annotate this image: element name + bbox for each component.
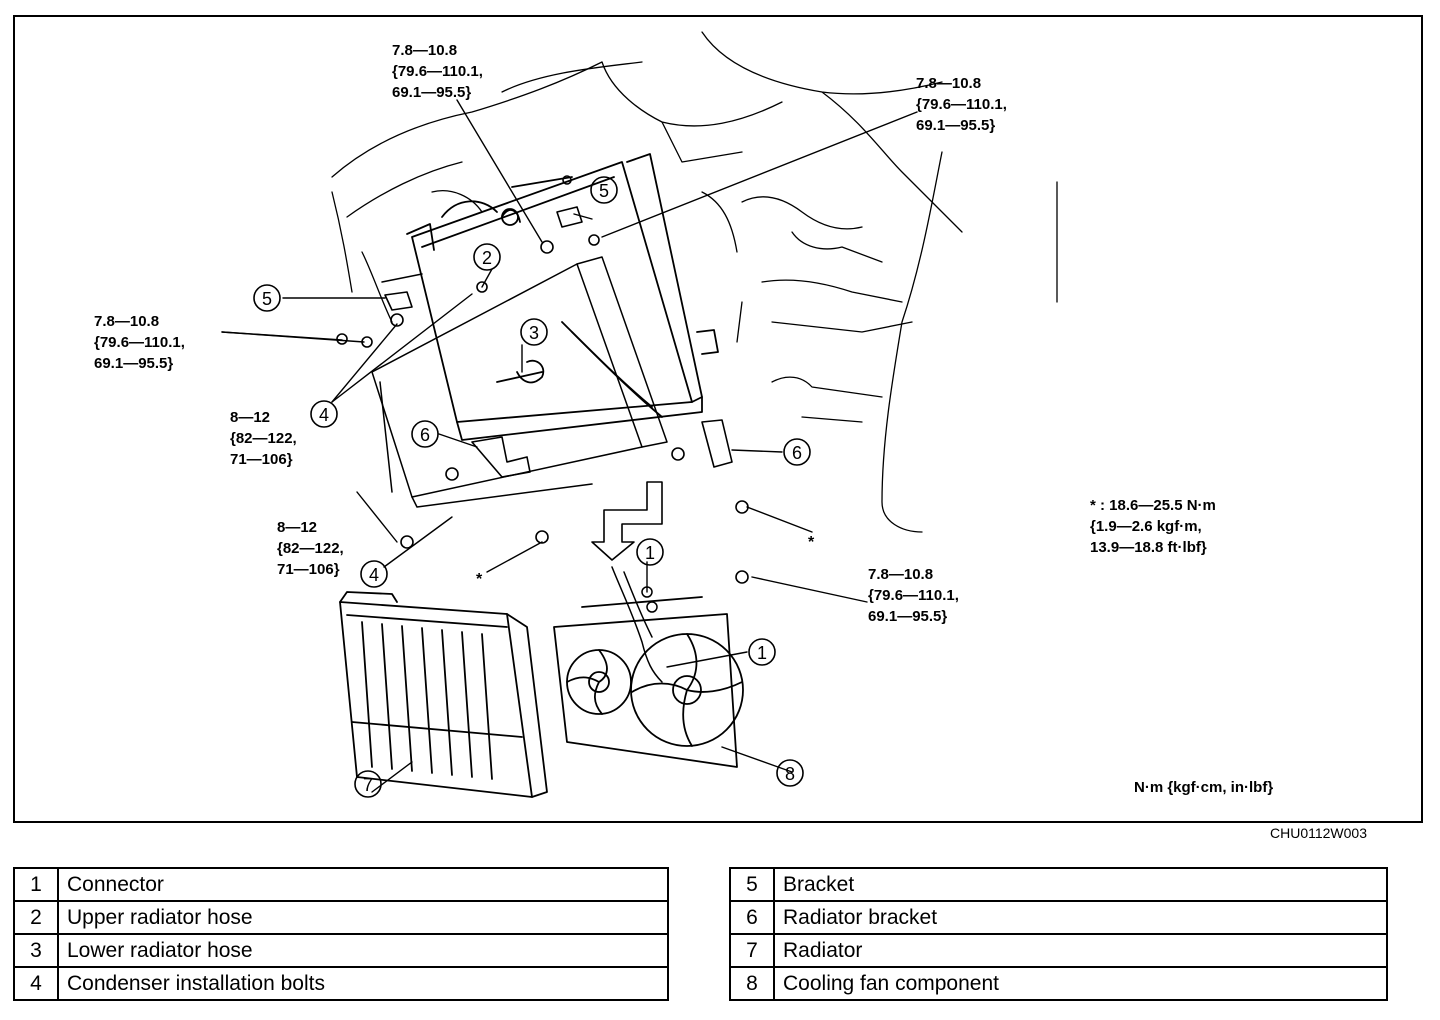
legend-row: 3 Lower radiator hose xyxy=(13,933,669,968)
legend-number: 7 xyxy=(729,933,775,968)
callout-number-3: 3 xyxy=(529,323,539,343)
installed-condenser xyxy=(371,256,668,508)
callout-circles xyxy=(253,176,811,798)
legend-part-name: Radiator xyxy=(773,933,1388,968)
legend-number: 8 xyxy=(729,966,775,1001)
callout-circle-8 xyxy=(776,759,804,787)
legend-number: 3 xyxy=(13,933,59,968)
unit-note: N·m {kgf·cm, in·lbf} xyxy=(1134,779,1274,796)
legend-row: 2 Upper radiator hose xyxy=(13,900,669,935)
callout-number-5a: 5 xyxy=(262,289,272,309)
callout-number-5b: 5 xyxy=(599,181,609,201)
fan-wiring xyxy=(611,566,663,683)
legend-row: 1 Connector xyxy=(13,867,669,902)
callout-circle-4a xyxy=(310,400,338,428)
assembly-direction-arrow xyxy=(591,481,663,561)
torque-label-top-right: 7.8—10.8 {79.6—110.1, 69.1—95.5} xyxy=(916,75,1007,134)
callout-circle-5b xyxy=(590,176,618,204)
legend-part-name: Upper radiator hose xyxy=(57,900,669,935)
installed-radiator xyxy=(406,153,719,441)
torque-label-bottom-left: 8—12 {82—122, 71—106} xyxy=(277,519,344,578)
legend-row: 4 Condenser installation bolts xyxy=(13,966,669,1001)
callout-number-4a: 4 xyxy=(319,405,329,425)
legend-part-name: Bracket xyxy=(773,867,1388,902)
callout-circle-6a xyxy=(411,420,439,448)
torque-label-fan-right: 7.8—10.8 {79.6—110.1, 69.1—95.5} xyxy=(868,566,959,625)
callout-number-8: 8 xyxy=(785,764,795,784)
legend-number: 6 xyxy=(729,900,775,935)
legend-number: 2 xyxy=(13,900,59,935)
legend-table-left: 1 Connector 2 Upper radiator hose 3 Lowe… xyxy=(13,867,669,1001)
asterisk-torque-note: * : 18.6—25.5 N·m {1.9—2.6 kgf·m, 13.9—1… xyxy=(1090,497,1216,556)
cooling-fan-assembly xyxy=(553,596,744,768)
legend-number: 4 xyxy=(13,966,59,1001)
legend-part-name: Radiator bracket xyxy=(773,900,1388,935)
legend-part-name: Lower radiator hose xyxy=(57,933,669,968)
figure-code: CHU0112W003 xyxy=(1270,825,1368,841)
callout-number-6a: 6 xyxy=(420,425,430,445)
figure-frame: 5 2 5 3 4 6 6 4 1 1 7 8 * * 7.8—10.8 {79… xyxy=(13,15,1423,823)
legend-row: 5 Bracket xyxy=(729,867,1388,902)
legend-part-name: Cooling fan component xyxy=(773,966,1388,1001)
callout-circle-5a xyxy=(253,284,281,312)
leader-lines xyxy=(221,99,918,793)
callout-number-6b: 6 xyxy=(792,443,802,463)
exploded-view-drawing: 5 2 5 3 4 6 6 4 1 1 7 8 * * xyxy=(221,31,1058,798)
callout-circle-6b xyxy=(783,438,811,466)
callout-circle-2 xyxy=(473,243,501,271)
legend-number: 1 xyxy=(13,867,59,902)
callout-circle-1b xyxy=(748,638,776,666)
legend-part-name: Condenser installation bolts xyxy=(57,966,669,1001)
asterisk-marker-2: * xyxy=(476,571,483,588)
removed-radiator xyxy=(339,591,548,798)
engine-bay-outline xyxy=(331,31,1058,533)
torque-label-top-center: 7.8—10.8 {79.6—110.1, 69.1—95.5} xyxy=(392,42,483,101)
legend-part-name: Connector xyxy=(57,867,669,902)
torque-label-left-lower: 8—12 {82—122, 71—106} xyxy=(230,409,297,468)
asterisk-marker-1: * xyxy=(808,534,815,551)
callout-circle-1a xyxy=(636,538,664,566)
brackets-and-bolts xyxy=(336,175,749,584)
callout-number-7: 7 xyxy=(363,775,373,795)
callout-number-2: 2 xyxy=(482,248,492,268)
callout-number-4b: 4 xyxy=(369,565,379,585)
torque-label-left-middle: 7.8—10.8 {79.6—110.1, 69.1—95.5} xyxy=(94,313,185,372)
callout-circle-7 xyxy=(354,770,382,798)
hoses xyxy=(496,208,663,418)
callout-circle-3 xyxy=(520,318,548,346)
callout-circle-4b xyxy=(360,560,388,588)
legend-number: 5 xyxy=(729,867,775,902)
callout-number-1a: 1 xyxy=(645,543,655,563)
legend-table-right: 5 Bracket 6 Radiator bracket 7 Radiator … xyxy=(729,867,1388,1001)
legend-row: 8 Cooling fan component xyxy=(729,966,1388,1001)
callout-number-1b: 1 xyxy=(757,643,767,663)
legend-row: 7 Radiator xyxy=(729,933,1388,968)
legend-row: 6 Radiator bracket xyxy=(729,900,1388,935)
